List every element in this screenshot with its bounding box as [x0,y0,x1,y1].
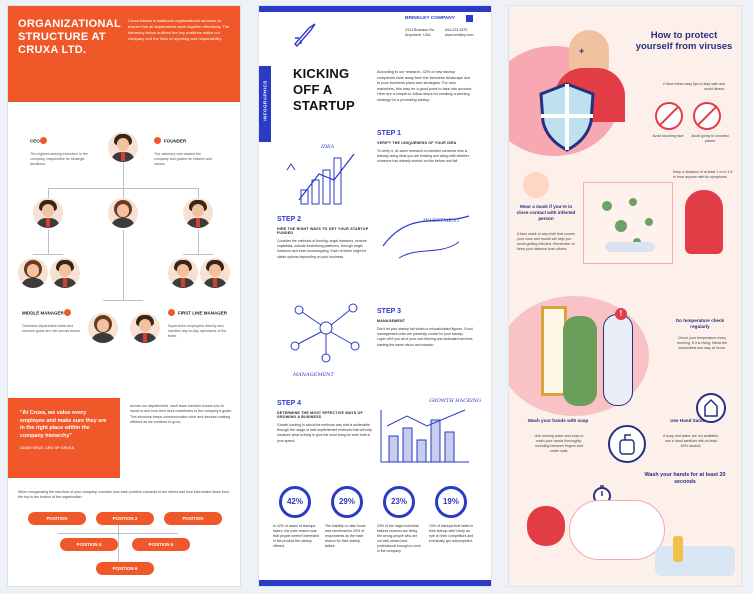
investment-sketch-icon [382,215,470,259]
company-name: BRINKLEY COMPANY [405,16,455,21]
position-pill: POSITION 6 [96,562,154,575]
org-structure-infographic[interactable]: ORGANIZATIONAL STRUCTURE AT CRUXA LTD. C… [8,6,240,586]
growth-chart-sketch-icon [286,153,355,205]
sink-illustration [655,546,735,576]
org-chart: CEO The highest-ranking executive in the… [8,118,240,398]
wash-heading: Wash your hands with soap [527,418,589,423]
distance-tip: Keep a distance of at least 1 m to 1.5 m… [673,170,733,179]
virus-title: How to protect yourself from viruses [635,30,733,52]
avatar [168,258,198,288]
doctor-illustration [569,30,609,74]
side-tab: INFOGRAPHICS [259,66,271,142]
avatar-ceo [108,132,138,162]
soap-bottle-icon [673,536,683,562]
stat-description: In 42% of cases of startups failure, the… [273,524,319,548]
sanitizer-description: If soap and water are not available, use… [663,434,719,448]
step-4: STEP 4 DETERMINE THE MOST EFFECTIVE WAYS… [277,400,372,443]
handwritten-growth-hacking: GROWTH HACKING [429,398,482,404]
ceo-quote: "At Cruxa, we value every employee and m… [20,410,107,439]
handwritten-idea: IDEA [321,144,335,150]
avatar [130,313,160,343]
bottom-bar [259,580,491,586]
avatar [88,313,118,343]
avatar [50,258,80,288]
startup-intro: According to our research, 42% of new st… [377,70,473,102]
temperature-description: Check your temperature every morning. If… [676,336,728,350]
position-pill: POSITION 2 [96,512,154,525]
position-pill: POSITION [164,512,222,525]
top-bar [259,6,491,12]
sanitizer-heading: Use Hand Sanitizer [670,418,712,423]
soap-bubbles-illustration [569,500,665,560]
quote-body: Across our departments, each team member… [130,404,232,424]
temperature-heading: Do temperature check regularly [675,318,725,329]
shield-icon [539,82,595,152]
mask-description: A face mask or any cloth that covers you… [517,232,575,251]
stat-circle: 42% [279,486,311,518]
org-header: ORGANIZATIONAL STRUCTURE AT CRUXA LTD. C… [8,6,240,102]
stat-circle: 29% [331,486,363,518]
avatar [200,258,230,288]
position-pill: POSITION 4 [60,538,118,551]
virus-intro: Follow these easy tips to stay safe and … [663,82,725,91]
role-ceo: CEO The highest-ranking executive in the… [30,137,88,166]
mask-heading: Wear a mask if you're in close contact w… [516,204,576,221]
org-footer-text: When reorganizing the structure of your … [18,490,229,500]
stat-circle: 23% [383,486,415,518]
startup-title: KICKING OFF A STARTUP [293,66,355,113]
traveler-illustration [563,316,597,406]
twenty-seconds-heading: Wash your hands for at least 20 seconds [644,472,726,485]
step-1: STEP 1 VERIFY THE UNIQUENESS OF YOUR IDE… [377,130,470,164]
role-founder: FOUNDER The visionary who started the co… [154,137,212,166]
stat-description: The inability to raise funds was mention… [325,524,366,548]
airplane-icon [605,242,655,252]
startup-infographic[interactable]: INFOGRAPHICS BRINKLEY COMPANY 2313 Brams… [259,6,491,586]
org-intro: Cruxa follows a traditional organization… [128,18,230,41]
step-2: STEP 2 HIRE THE RIGHT WAYS TO GET YOUR S… [277,216,369,259]
rocket-icon [294,23,316,48]
role-middle-manager: MIDDLE MANAGER Oversees department leads… [22,309,81,333]
person-washing-illustration [527,506,565,546]
handwritten-management: MANAGEMENT [293,372,334,378]
masked-person-icon [523,172,549,198]
bar-chart-sketch-icon [380,409,469,463]
alert-icon: ! [615,308,627,320]
step-3: STEP 3 MANAGEMENT Don't let your startup… [377,308,473,347]
org-title: ORGANIZATIONAL STRUCTURE AT CRUXA LTD. [18,18,121,56]
role-first-line-manager: FIRST LINE MANAGER Supervises employees … [168,309,227,338]
virus-protection-infographic[interactable]: How to protect yourself from viruses Fol… [509,6,741,586]
avatar [183,198,213,228]
company-logo-icon [466,15,473,22]
handwritten-investment: INVESTMENT [423,218,460,224]
avatar [18,258,48,288]
wash-description: Use running water and soap to wash your … [534,434,584,453]
tip-label: Avoid touching face [652,134,684,138]
plus-icon: + [579,46,585,56]
position-pill: POSITION 5 [132,538,190,551]
avatar [108,198,138,228]
soap-icon [608,425,646,463]
woman-sneezing-illustration [685,190,723,254]
position-pill: POSITION [28,512,86,525]
tip-label: Avoid going to crowded places [691,134,729,143]
stat-description: 19% of startups that failed in their sta… [429,524,474,543]
ceo-quote-block: "At Cruxa, we value every employee and m… [8,398,120,478]
medic-illustration [603,314,633,406]
stat-description: 23% of the major industrial failures rea… [377,524,421,553]
hand-sanitizer-icon [696,393,726,423]
no-crowd-icon [693,102,721,130]
avatar [33,198,63,228]
quote-author: ADAM CRUZ, CEO OF CRUXA [20,446,75,450]
stat-circle: 19% [435,486,467,518]
no-touching-face-icon [655,102,683,130]
network-sketch-icon [290,303,360,363]
